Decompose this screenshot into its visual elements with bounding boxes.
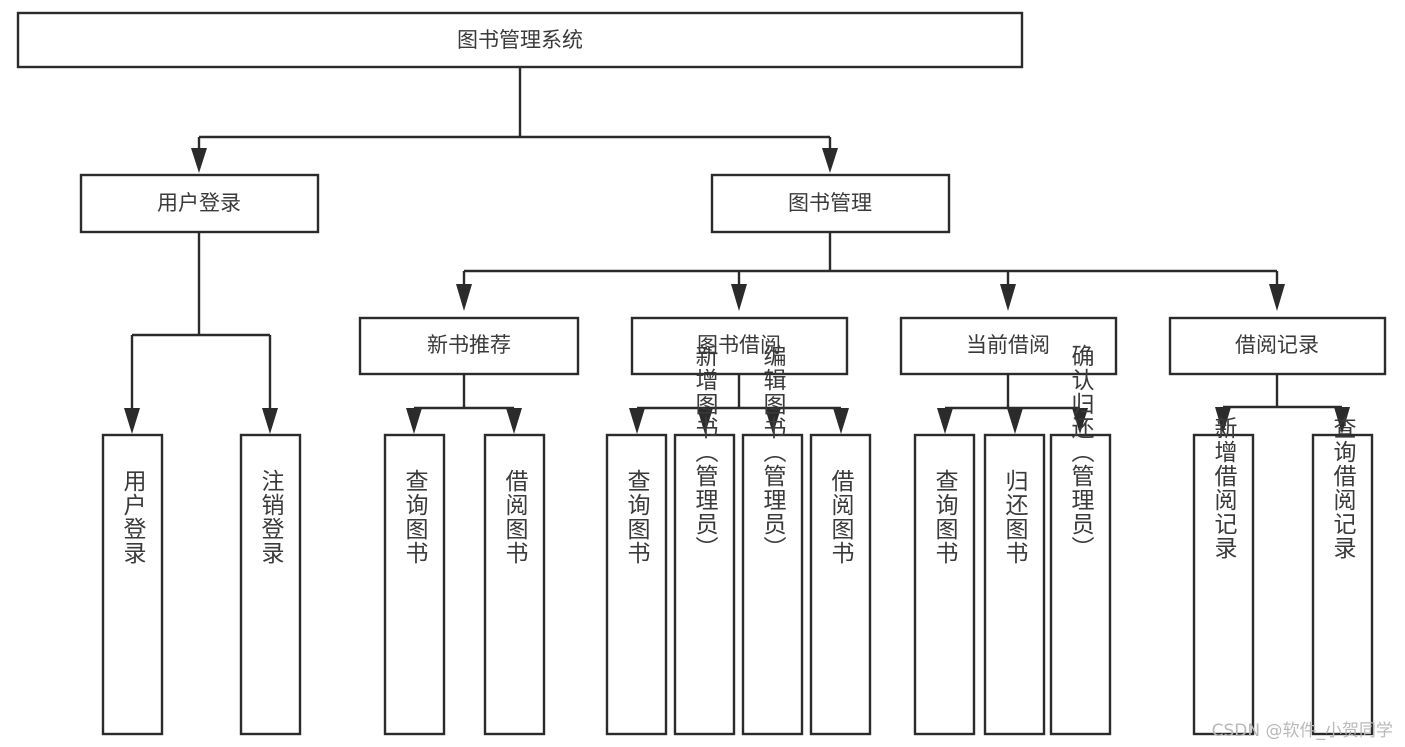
leaf-confirm-return-box[interactable] — [1049, 433, 1112, 736]
leaf-borrow-book-2[interactable]: 借阅图书 — [809, 433, 872, 736]
arrow-head-leaf-query-book-1 — [406, 408, 422, 434]
leaf-user-logout[interactable]: 注销登录 — [239, 433, 302, 736]
arrow-head-leaf-query-record — [1334, 407, 1350, 434]
arrow-head-leaf-confirm-return — [1072, 408, 1088, 434]
arrow-head-leaf-user-logout — [262, 408, 278, 434]
leaf-add-record-box[interactable] — [1192, 433, 1255, 736]
node-borrow-record-box[interactable] — [1168, 316, 1387, 376]
leaf-query-book-3[interactable]: 查询图书 — [913, 433, 976, 736]
leaf-borrow-book-2-box[interactable] — [809, 433, 872, 736]
leaf-borrow-book-1[interactable]: 借阅图书 — [483, 433, 546, 736]
node-book-borrow[interactable]: 图书借阅 — [630, 316, 849, 376]
leaf-confirm-return-label: 确认归还（管理员） — [1067, 344, 1095, 560]
arrow-head-leaf-return-book — [1007, 408, 1023, 434]
leaf-user-login-label: 用户登录 — [119, 469, 147, 565]
node-book-manage[interactable]: 图书管理 — [710, 173, 951, 234]
leaf-query-book-2[interactable]: 查询图书 — [605, 433, 668, 736]
node-user-login-box[interactable] — [79, 173, 320, 234]
node-current-borrow-box[interactable] — [899, 316, 1118, 376]
connectors-book-borrow-to-leaves — [629, 374, 849, 434]
node-new-book-recommend-box[interactable] — [358, 316, 580, 376]
leaf-borrow-book-2-label: 借阅图书 — [827, 469, 855, 565]
node-current-borrow-label: 当前借阅 — [966, 333, 1050, 357]
node-user-login-label: 用户登录 — [157, 191, 241, 215]
connectors-book-manage-to-level2 — [456, 232, 1285, 311]
node-root-box[interactable] — [16, 11, 1024, 69]
arrow-head-leaf-add-book — [697, 408, 713, 434]
arrow-head-book-manage — [822, 148, 838, 173]
arrow-head-leaf-query-book-3 — [937, 408, 953, 434]
node-user-login[interactable]: 用户登录 — [79, 173, 320, 234]
leaf-query-book-2-box[interactable] — [605, 433, 668, 736]
leaf-add-book[interactable]: 新增图书（管理员） — [673, 344, 736, 736]
leaf-query-record[interactable]: 查询借阅记录 — [1311, 416, 1374, 736]
leaf-query-record-label: 查询借阅记录 — [1329, 416, 1357, 560]
leaf-user-logout-box[interactable] — [239, 433, 302, 736]
connectors-current-borrow-to-leaves — [937, 374, 1088, 434]
arrow-head-borrow-record — [1269, 284, 1285, 311]
leaf-borrow-book-1-box[interactable] — [483, 433, 546, 736]
leaf-edit-book-label: 编辑图书（管理员） — [759, 344, 787, 560]
node-root-label: 图书管理系统 — [457, 28, 583, 52]
arrow-head-leaf-borrow-book-2 — [833, 408, 849, 434]
arrow-head-leaf-add-record — [1215, 407, 1231, 434]
leaf-user-login[interactable]: 用户登录 — [101, 433, 164, 736]
leaf-return-book-label: 归还图书 — [1001, 469, 1029, 565]
arrow-head-current-borrow — [1000, 284, 1016, 311]
arrow-head-book-borrow — [731, 284, 747, 311]
leaf-query-book-3-box[interactable] — [913, 433, 976, 736]
leaf-query-book-1-label: 查询图书 — [401, 469, 429, 565]
node-borrow-record[interactable]: 借阅记录 — [1168, 316, 1387, 376]
node-book-borrow-label: 图书借阅 — [697, 333, 781, 357]
connectors-borrow-record-to-leaves — [1215, 374, 1350, 434]
node-new-book-recommend[interactable]: 新书推荐 — [358, 316, 580, 376]
leaf-edit-book[interactable]: 编辑图书（管理员） — [741, 344, 804, 736]
leaf-query-book-1-box[interactable] — [383, 433, 446, 736]
leaf-query-book-1[interactable]: 查询图书 — [383, 433, 446, 736]
arrow-head-leaf-borrow-book-1 — [506, 408, 522, 434]
leaf-return-book[interactable]: 归还图书 — [983, 433, 1046, 736]
leaf-query-book-3-label: 查询图书 — [931, 469, 959, 565]
arrow-head-leaf-user-login — [124, 408, 140, 434]
connectors-root-to-level1 — [191, 67, 838, 173]
leaf-return-book-box[interactable] — [983, 433, 1046, 736]
leaf-add-record[interactable]: 新增借阅记录 — [1192, 416, 1255, 736]
node-borrow-record-label: 借阅记录 — [1235, 333, 1319, 357]
leaf-add-book-label: 新增图书（管理员） — [691, 344, 719, 560]
connectors-new-book-recommend-to-leaves — [406, 374, 522, 434]
leaf-query-record-box[interactable] — [1311, 433, 1374, 736]
leaf-edit-book-box[interactable] — [741, 433, 804, 736]
leaf-user-login-box[interactable] — [101, 433, 164, 736]
leaf-borrow-book-1-label: 借阅图书 — [501, 469, 529, 565]
node-book-manage-label: 图书管理 — [788, 191, 872, 215]
node-current-borrow[interactable]: 当前借阅 — [899, 316, 1118, 376]
leaf-confirm-return[interactable]: 确认归还（管理员） — [1049, 344, 1112, 736]
connectors-user-login-to-leaves — [124, 232, 278, 434]
node-book-manage-box[interactable] — [710, 173, 951, 234]
node-new-book-recommend-label: 新书推荐 — [427, 333, 511, 357]
node-root[interactable]: 图书管理系统 — [16, 11, 1024, 69]
leaf-add-record-label: 新增借阅记录 — [1210, 416, 1238, 560]
node-book-borrow-box[interactable] — [630, 316, 849, 376]
leaf-query-book-2-label: 查询图书 — [623, 469, 651, 565]
arrow-head-new-book-recommend — [456, 284, 472, 311]
leaf-user-logout-label: 注销登录 — [257, 469, 285, 565]
arrow-head-leaf-edit-book — [765, 408, 781, 434]
leaf-add-book-box[interactable] — [673, 433, 736, 736]
arrow-head-leaf-query-book-2 — [629, 408, 645, 434]
arrow-head-user-login — [191, 148, 207, 173]
